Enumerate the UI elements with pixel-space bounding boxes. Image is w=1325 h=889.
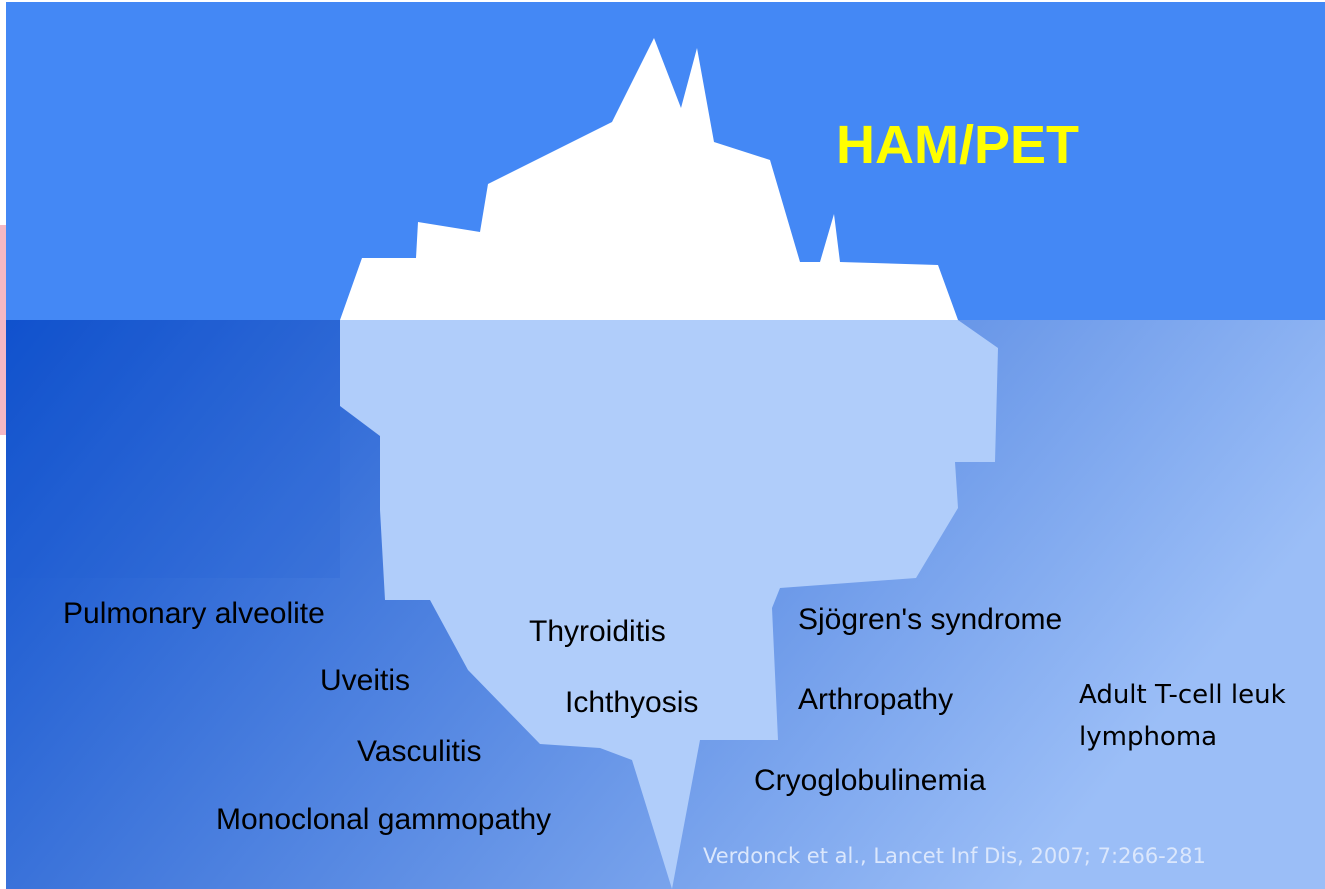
water-shadow-band — [6, 320, 340, 578]
label-uveitis: Uveitis — [320, 664, 410, 697]
label-arthropathy: Arthropathy — [798, 683, 953, 716]
label-vasculitis: Vasculitis — [357, 735, 481, 768]
label-monoclonal-gammopathy: Monoclonal gammopathy — [216, 803, 551, 836]
label-ichthyosis: Ichthyosis — [565, 686, 698, 719]
label-adult-t-cell-leukemia: Adult T-cell leuk — [1079, 680, 1286, 711]
label-thyroiditis: Thyroiditis — [529, 615, 666, 648]
label-cryoglobulinemia: Cryoglobulinemia — [754, 764, 986, 797]
label-sjogrens-syndrome: Sjögren's syndrome — [798, 603, 1062, 636]
iceberg-title: HAM/PET — [836, 118, 1079, 172]
label-lymphoma: lymphoma — [1079, 722, 1217, 753]
citation: Verdonck et al., Lancet Inf Dis, 2007; 7… — [703, 845, 1206, 868]
label-pulmonary-alveolite: Pulmonary alveolite — [63, 597, 325, 630]
